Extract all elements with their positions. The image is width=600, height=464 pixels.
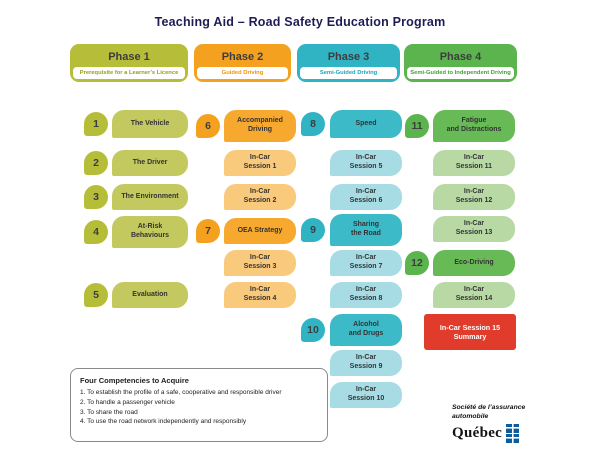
phase-1-subtitle: Prerequisite for a Learner’s Licence xyxy=(73,67,185,79)
node-in-car-session-14: In-Car Session 14 xyxy=(433,282,515,308)
node-fatigue-and-distractions: Fatigue and Distractions xyxy=(433,110,515,142)
competency-item: 2. To handle a passenger vehicle xyxy=(80,398,175,406)
node-the-driver: The Driver xyxy=(112,150,188,176)
phase-1-header: Phase 1 Prerequisite for a Learner’s Lic… xyxy=(70,44,188,82)
node-in-car-session-7: In-Car Session 7 xyxy=(330,250,402,276)
node-in-car-session-13: In-Car Session 13 xyxy=(433,216,515,242)
phase-2-title: Phase 2 xyxy=(221,51,264,63)
quebec-flag-icon xyxy=(506,423,520,443)
node-the-vehicle: The Vehicle xyxy=(112,110,188,138)
node-alcohol-and-drugs: Alcohol and Drugs xyxy=(330,314,402,346)
node-in-car-session-12: In-Car Session 12 xyxy=(433,184,515,210)
node-at-risk-behaviours: At-Risk Behaviours xyxy=(112,216,188,248)
phase-3-subtitle: Semi-Guided Driving xyxy=(300,67,397,79)
phase-4-title: Phase 4 xyxy=(439,51,482,63)
badge-8: 8 xyxy=(301,112,325,136)
phase-4-subtitle: Semi-Guided to Independent Driving xyxy=(407,67,514,79)
phase-2-header: Phase 2 Guided Driving xyxy=(194,44,291,82)
node-in-car-session-15-summary: In-Car Session 15 Summary xyxy=(424,314,516,350)
node-in-car-session-8: In-Car Session 8 xyxy=(330,282,402,308)
badge-1: 1 xyxy=(84,112,108,136)
diagram-title: Teaching Aid – Road Safety Education Pro… xyxy=(154,15,446,29)
node-evaluation: Evaluation xyxy=(112,282,188,308)
badge-11: 11 xyxy=(405,114,429,138)
node-in-car-session-9: In-Car Session 9 xyxy=(330,350,402,376)
node-eco-driving: Eco-Driving xyxy=(433,250,515,276)
badge-4: 4 xyxy=(84,220,108,244)
node-sharing-the-road: Sharing the Road xyxy=(330,214,402,246)
node-the-environment: The Environment xyxy=(112,184,188,210)
competencies-panel: Four Competencies to Acquire 1. To estab… xyxy=(70,368,328,442)
phase-4-header: Phase 4 Semi-Guided to Independent Drivi… xyxy=(404,44,517,82)
node-in-car-session-6: In-Car Session 6 xyxy=(330,184,402,210)
saaq-org-line2: automobile xyxy=(452,412,489,420)
phase-1-title: Phase 1 xyxy=(108,51,150,63)
competency-item: 1. To establish the profile of a safe, c… xyxy=(80,389,282,396)
competency-item: 3. To share the road xyxy=(80,408,138,416)
quebec-wordmark: Québec xyxy=(452,424,503,441)
phase-3-title: Phase 3 xyxy=(327,51,370,63)
node-in-car-session-1: In-Car Session 1 xyxy=(224,150,296,176)
node-in-car-session-3: In-Car Session 3 xyxy=(224,250,296,276)
badge-10: 10 xyxy=(301,318,325,342)
badge-6: 6 xyxy=(196,114,220,138)
quebec-flag-bottom xyxy=(506,433,520,443)
phase-3-header: Phase 3 Semi-Guided Driving xyxy=(297,44,400,82)
node-in-car-session-2: In-Car Session 2 xyxy=(224,184,296,210)
node-in-car-session-5: In-Car Session 5 xyxy=(330,150,402,176)
node-accompanied-driving: Accompanied Driving xyxy=(224,110,296,142)
node-in-car-session-11: In-Car Session 11 xyxy=(433,150,515,176)
node-in-car-session-10: In-Car Session 10 xyxy=(330,382,402,408)
phase-2-subtitle: Guided Driving xyxy=(197,67,288,79)
badge-9: 9 xyxy=(301,218,325,242)
badge-2: 2 xyxy=(84,151,108,175)
node-speed: Speed xyxy=(330,110,402,138)
badge-3: 3 xyxy=(84,185,108,209)
competency-item: 4. To use the road network independently… xyxy=(80,418,247,426)
badge-7: 7 xyxy=(196,219,220,243)
saaq-logo: Société de l’assurance automobile Québec xyxy=(452,404,577,443)
node-in-car-session-4: In-Car Session 4 xyxy=(224,282,296,308)
badge-12: 12 xyxy=(405,251,429,275)
badge-5: 5 xyxy=(84,283,108,307)
saaq-org-name: Société de l’assurance automobile xyxy=(452,404,577,422)
competencies-title: Four Competencies to Acquire xyxy=(80,376,189,385)
saaq-org-line1: Société de l’assurance xyxy=(452,404,526,411)
node-oea-strategy: OEA Strategy xyxy=(224,218,296,244)
quebec-flag-top xyxy=(506,423,520,433)
